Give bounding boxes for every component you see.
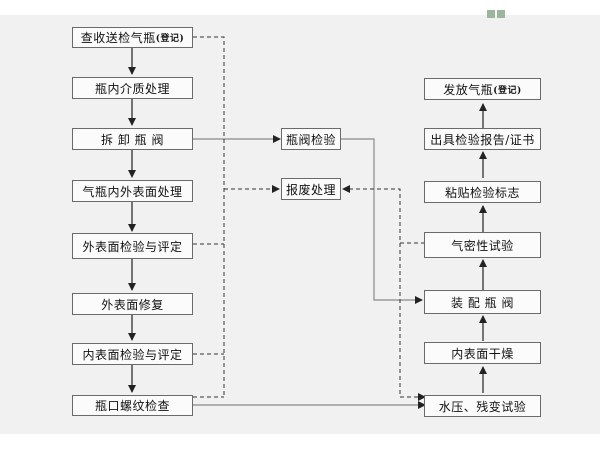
node-inner-inspection: 内表面检验与评定: [72, 343, 193, 365]
node-label: 查收送检气瓶: [80, 31, 156, 45]
node-inner-drying: 内表面干燥: [424, 342, 541, 364]
node-label: 内表面检验与评定: [82, 347, 183, 362]
node-assemble-valve: 装 配 瓶 阀: [424, 290, 541, 314]
node-outer-repair: 外表面修复: [72, 293, 193, 315]
node-hydro-test: 水压、残变试验: [424, 395, 541, 417]
node-label: 外表面检验与评定: [82, 239, 183, 254]
solid-connectors: [193, 135, 426, 409]
dashed-connectors: [193, 36, 426, 401]
node-tag: (登记): [155, 34, 185, 44]
node-label: 内表面干燥: [451, 346, 514, 361]
node-tag: (登记): [493, 85, 522, 96]
node-receive-cylinders: 查收送检气瓶(登记): [72, 27, 193, 48]
node-remove-valve: 拆 卸 瓶 阀: [72, 128, 193, 150]
node-scrap-handling: 报废处理: [281, 178, 341, 200]
node-outer-inspection: 外表面检验与评定: [72, 233, 193, 259]
node-label: 气密性试验: [451, 238, 514, 253]
node-label: 报废处理: [285, 182, 336, 197]
node-label: 装 配 瓶 阀: [451, 295, 514, 310]
node-label: 发放气瓶: [443, 82, 494, 97]
node-airtightness-test: 气密性试验: [424, 232, 541, 258]
window-mark: [487, 3, 517, 18]
node-attach-label: 粘贴检验标志: [424, 181, 541, 203]
node-label: 气瓶内外表面处理: [82, 184, 183, 199]
node-thread-check: 瓶口螺纹检查: [72, 395, 193, 416]
node-label: 粘贴检验标志: [444, 185, 520, 200]
node-label: 瓶口螺纹检查: [94, 399, 170, 413]
node-label: 出具检验报告/证书: [430, 132, 535, 147]
node-medium-treatment: 瓶内介质处理: [72, 77, 193, 99]
node-surface-treatment: 气瓶内外表面处理: [72, 180, 193, 202]
node-release-cylinders: 发放气瓶(登记): [424, 78, 541, 100]
node-label: 瓶内介质处理: [94, 81, 170, 96]
node-label: 拆 卸 瓶 阀: [101, 132, 164, 147]
node-valve-inspection: 瓶阀检验: [281, 128, 341, 150]
node-label: 水压、残变试验: [438, 399, 527, 414]
node-issue-report: 出具检验报告/证书: [424, 128, 541, 150]
node-label: 外表面修复: [101, 297, 164, 312]
node-label: 瓶阀检验: [285, 132, 336, 147]
